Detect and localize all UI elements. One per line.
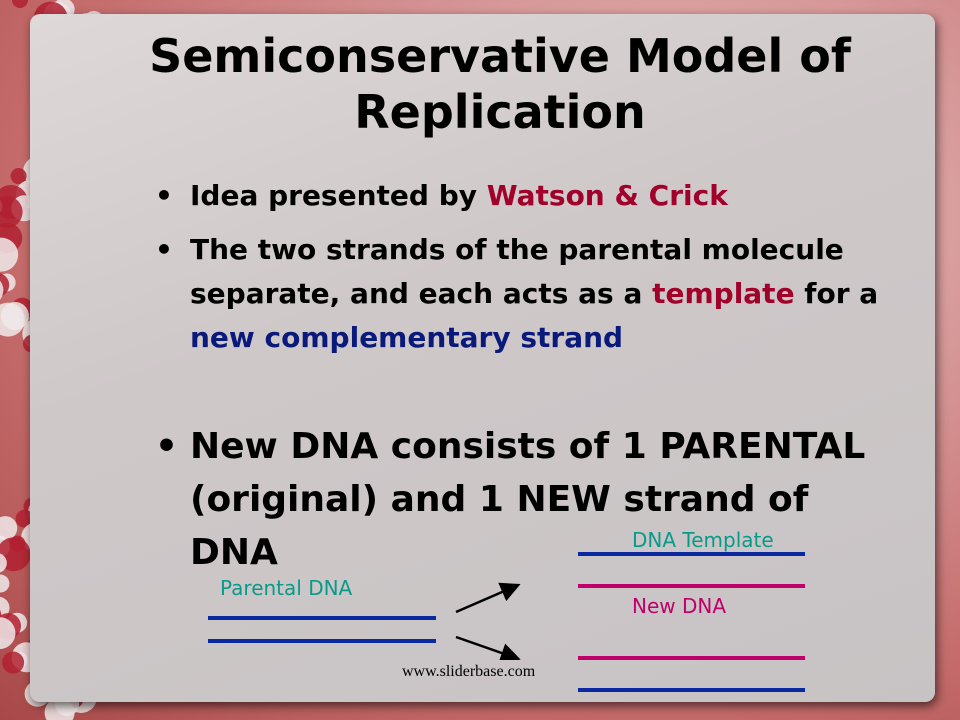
arrow-down-icon	[455, 635, 521, 660]
highlight-watson-crick: Watson & Crick	[486, 179, 728, 212]
new-dna-label: New DNA	[632, 594, 727, 618]
parental-strand-2	[208, 639, 436, 643]
bullet-text: Idea presented by	[190, 179, 487, 212]
arrows	[455, 582, 521, 660]
bullet-text: New DNA consists of 1 PARENTAL (original…	[190, 426, 866, 573]
highlight-new-strand: new complementary strand	[190, 321, 624, 354]
bullet-dot: •	[155, 179, 173, 212]
template-strand-1	[578, 552, 805, 556]
bullet-dot: •	[155, 233, 173, 266]
dna-template-label: DNA Template	[632, 528, 774, 552]
watermark: www.sliderbase.com	[402, 663, 536, 680]
highlight-template: template	[652, 277, 795, 310]
parental-dna-label: Parental DNA	[220, 576, 353, 600]
new-strand-1	[578, 584, 805, 588]
arrow-up-icon	[455, 582, 521, 614]
new-strand-2	[578, 656, 805, 660]
bullet-dot: •	[155, 426, 179, 467]
template-strand-2	[578, 688, 805, 692]
bullet-text: The two strands of the parental molecule…	[190, 233, 844, 310]
parental-strand-1	[208, 616, 436, 620]
slide-title: Semiconservative Model of Replication	[149, 29, 851, 139]
bullet-text: for a	[794, 277, 879, 310]
